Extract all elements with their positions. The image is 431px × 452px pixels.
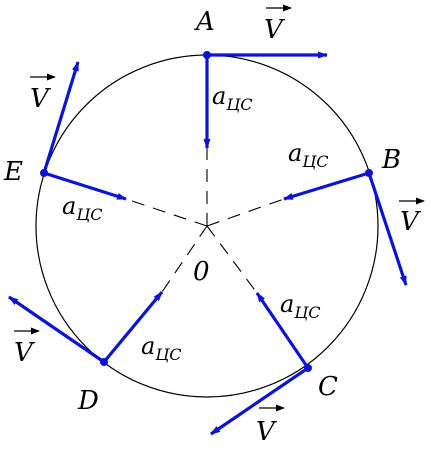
- acceleration-vector-e: [43, 171, 127, 201]
- accel-label-b: aЦС: [288, 139, 329, 171]
- velocity-label-e: V: [30, 73, 56, 114]
- radius-lines: [125, 148, 285, 294]
- accel-label-d: aЦС: [141, 332, 182, 364]
- point-a: [203, 51, 211, 59]
- velocity-vector-d: [8, 295, 105, 364]
- velocity-vector-c: [210, 366, 309, 436]
- point-label-b: B: [381, 145, 401, 175]
- point-e: [40, 169, 48, 177]
- point-c: [304, 364, 312, 372]
- acceleration-vector-d: [102, 290, 164, 364]
- accel-label-e: aЦС: [62, 192, 103, 224]
- point-label-c: C: [318, 372, 338, 402]
- svg-text:V: V: [400, 207, 421, 237]
- velocity-vector-b: [367, 172, 408, 286]
- svg-text:V: V: [30, 84, 51, 114]
- velocity-vectors: [8, 51, 408, 436]
- velocity-vector-e: [42, 61, 80, 174]
- point-b: [365, 169, 373, 177]
- acceleration-vector-b: [283, 171, 370, 201]
- velocity-label-b: V: [399, 197, 425, 237]
- point-label-e: E: [3, 157, 23, 187]
- acceleration-vector-c: [255, 292, 310, 369]
- svg-text:V: V: [256, 417, 277, 447]
- velocity-label-c: V: [256, 404, 285, 447]
- svg-text:V: V: [264, 15, 285, 45]
- center-label: 0: [193, 257, 210, 287]
- points: [40, 51, 373, 372]
- velocity-label-d: V: [14, 327, 40, 368]
- point-label-d: D: [77, 386, 99, 416]
- accel-label-a: aЦС: [212, 82, 253, 114]
- velocity-label-a: V: [264, 4, 292, 45]
- point-label-a: A: [194, 7, 215, 37]
- accel-label-c: aЦС: [280, 290, 321, 322]
- point-d: [100, 358, 108, 366]
- svg-text:V: V: [14, 338, 35, 368]
- acceleration-vectors: [43, 55, 370, 369]
